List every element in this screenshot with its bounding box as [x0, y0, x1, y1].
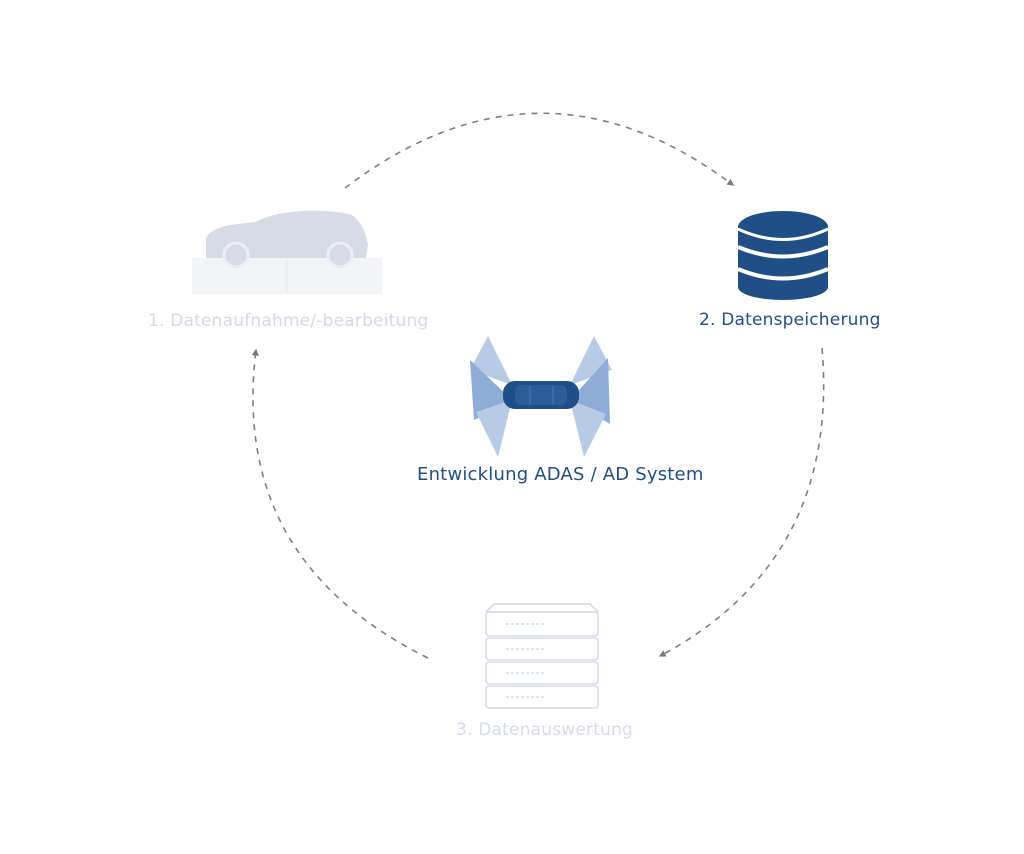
server-rack-icon — [485, 603, 599, 709]
arrow-step1-to-step2 — [344, 112, 735, 189]
arrow-step2-to-step3 — [658, 347, 825, 657]
arrow-step3-to-step1 — [251, 348, 429, 659]
car-icon — [192, 210, 382, 294]
database-icon — [737, 211, 829, 300]
step-3-label: 3. Datenauswertung — [456, 720, 634, 740]
step-2-label: 2. Datenspeicherung — [699, 310, 881, 330]
step-1-label: 1. Datenaufnahme/-bearbeitung — [148, 311, 429, 331]
center-label: Entwicklung ADAS / AD System — [417, 464, 704, 485]
car-sensor-icon — [470, 336, 612, 457]
